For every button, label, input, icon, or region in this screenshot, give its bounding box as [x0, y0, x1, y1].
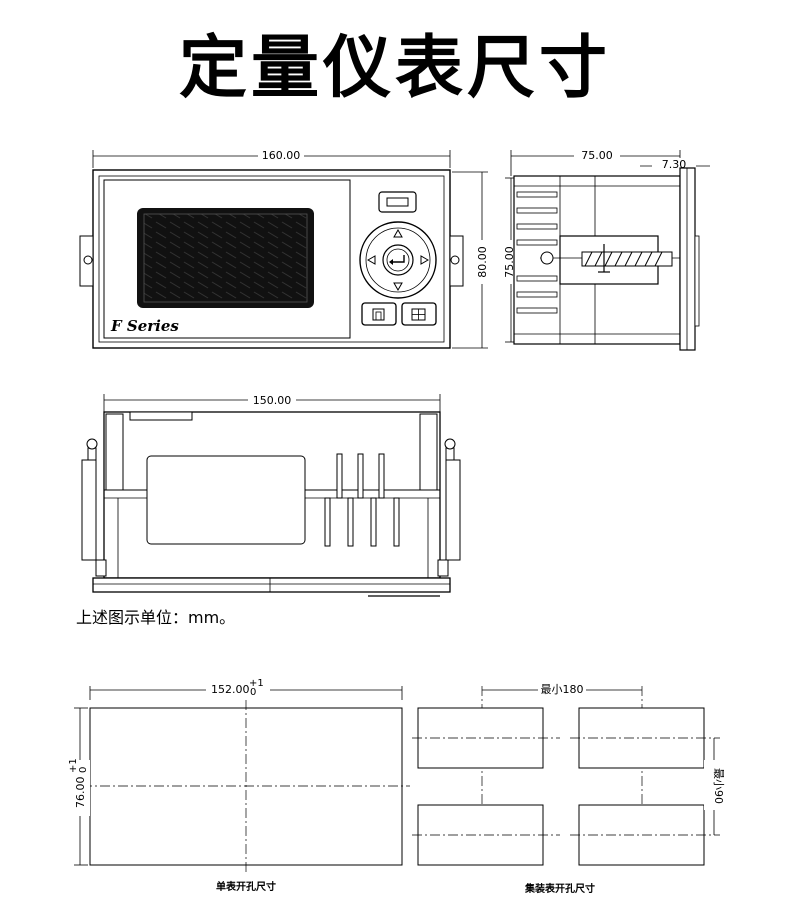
multi-cutout-caption: 集装表开孔尺寸: [524, 882, 595, 895]
multi-cutout: 最小180 最小90 集装表开孔尺寸: [412, 682, 725, 895]
side-view: 75.00 7.30 75.00: [500, 148, 710, 351]
screen: [143, 213, 308, 303]
function-key-left: [361, 302, 397, 326]
front-width-label: 160.00: [262, 149, 301, 162]
brand-logo: F Series: [110, 317, 179, 335]
single-cutout-height-label: 76.00: [74, 777, 87, 809]
multi-h-spacing-label: 最小180: [541, 683, 584, 696]
single-height-tol-plus: +1: [68, 758, 79, 773]
top-view: 150.00: [81, 392, 461, 597]
single-cutout: 152.00 +1 0 76.00 +1 0 单表开孔尺寸: [68, 678, 410, 893]
front-height-label: 80.00: [476, 246, 489, 278]
single-width-tol-minus: 0: [250, 687, 256, 698]
side-depth-label: 75.00: [581, 149, 613, 162]
single-cutout-width-label: 152.00: [211, 683, 250, 696]
single-width-tol-plus: +1: [249, 678, 264, 689]
front-view: 160.00 80.00: [79, 148, 490, 349]
single-height-tol-minus: 0: [78, 767, 89, 773]
top-depth-label: 150.00: [253, 394, 292, 407]
multi-v-spacing-label: 最小90: [712, 768, 725, 804]
function-key-right: [401, 302, 437, 326]
navigation-pad-icon: [359, 221, 437, 299]
side-height-label: 75.00: [503, 246, 516, 278]
page-title: 定量仪表尺寸: [178, 29, 611, 108]
single-cutout-caption: 单表开孔尺寸: [216, 880, 276, 893]
units-note: 上述图示单位：mm。: [76, 608, 236, 627]
